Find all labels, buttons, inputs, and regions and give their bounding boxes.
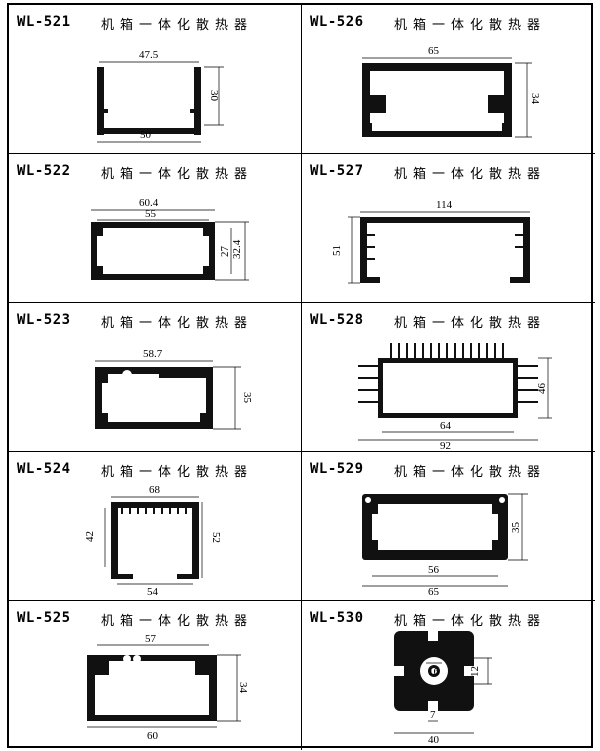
dimension-label: 50 — [140, 129, 152, 141]
product-title: 机箱一体化散热器 — [394, 316, 547, 331]
dimension-label: 54 — [147, 586, 159, 598]
extrusion-profile — [390, 627, 478, 715]
dimension-label: 51 — [331, 245, 343, 256]
profile-drawing-wl-521: 47.5 30 50 — [97, 49, 224, 143]
product-title: 机箱一体化散热器 — [101, 167, 254, 182]
product-cell-wl-524: WL-524 机箱一体化散热器 6 — [9, 452, 302, 601]
extrusion-profile — [360, 217, 530, 283]
product-code: WL-525 — [17, 610, 71, 626]
product-code: WL-527 — [310, 163, 364, 179]
dimension-label: 65 — [428, 586, 440, 598]
dimension-label: 52 — [210, 532, 222, 543]
dimension-label: 64 — [440, 420, 452, 432]
dimension-label: 12 — [469, 666, 481, 677]
extrusion-profile — [95, 367, 213, 429]
product-code: WL-522 — [17, 163, 71, 179]
product-cell-wl-528: WL-528 机箱一体化散热器 — [302, 303, 595, 452]
product-cell-wl-526: WL-526 机箱一体化散热器 65 34 — [302, 5, 595, 154]
profile-drawing-wl-526: 65 34 — [362, 45, 541, 138]
extrusion-profile — [111, 502, 199, 579]
product-code: WL-523 — [17, 312, 71, 328]
dimension-label: 35 — [510, 522, 522, 534]
product-title: 机箱一体化散热器 — [394, 614, 547, 629]
extrusion-profile — [362, 494, 508, 560]
product-title: 机箱一体化散热器 — [101, 614, 254, 629]
dimension-label: 27 — [219, 246, 231, 258]
dimension-label: 34 — [237, 682, 249, 694]
dimension-label: 114 — [436, 199, 453, 211]
dimension-label: 55 — [145, 208, 157, 220]
product-cell-wl-523: WL-523 机箱一体化散热器 58.7 35 — [9, 303, 302, 452]
product-cell-wl-527: WL-527 机箱一体化散热器 114 51 — [302, 154, 595, 303]
product-title: 机箱一体化散热器 — [101, 316, 254, 331]
dimension-label: 60.4 — [139, 197, 159, 209]
dimension-label: 56 — [428, 564, 440, 576]
product-cell-wl-529: WL-529 机箱一体化散热器 35 56 65 — [302, 452, 595, 601]
profile-drawing-wl-522: 60.4 55 27 32.4 — [91, 197, 249, 281]
dimension-label: 47.5 — [139, 49, 159, 61]
product-code: WL-529 — [310, 461, 364, 477]
product-title: 机箱一体化散热器 — [101, 18, 254, 33]
product-code: WL-521 — [17, 14, 71, 30]
extrusion-profile — [362, 63, 512, 137]
dimension-label: 42 — [84, 531, 96, 542]
dimension-label: 40 — [428, 734, 440, 746]
extrusion-profile — [91, 222, 215, 280]
profile-drawing-wl-527: 114 51 — [331, 199, 530, 284]
dimension-label: 92 — [440, 440, 451, 452]
product-cell-wl-521: WL-521 机箱一体化散热器 47.5 30 50 — [9, 5, 302, 154]
dimension-label: 30 — [208, 90, 220, 102]
dimension-label: 65 — [428, 45, 440, 57]
dimension-label: 16 — [428, 666, 440, 678]
product-code: WL-524 — [17, 461, 71, 477]
dimension-label: 60 — [147, 730, 159, 742]
product-title: 机箱一体化散热器 — [394, 18, 547, 33]
dimension-label: 68 — [149, 484, 161, 496]
dimension-label: 46 — [536, 383, 548, 395]
dimension-label: 7 — [430, 709, 436, 721]
profile-drawing-wl-525: 57 34 60 — [87, 633, 249, 742]
dimension-label: 57 — [145, 633, 157, 645]
dimension-label: 58.7 — [143, 348, 163, 360]
product-code: WL-530 — [310, 610, 364, 626]
extrusion-profile — [87, 655, 217, 721]
extrusion-profile — [97, 67, 201, 135]
product-catalog-grid: WL-521 机箱一体化散热器 47.5 30 50 WL-526 机箱一体化散… — [7, 3, 595, 750]
profile-drawing-wl-523: 58.7 35 — [95, 348, 253, 430]
product-title: 机箱一体化散热器 — [394, 465, 547, 480]
product-cell-wl-530: WL-530 机箱一体化散热器 16 12 7 40 — [302, 601, 595, 750]
product-title: 机箱一体化散热器 — [101, 465, 254, 480]
product-title: 机箱一体化散热器 — [394, 167, 547, 182]
heat-sink-fins — [358, 343, 538, 403]
product-cell-wl-525: WL-525 机箱一体化散热器 57 34 60 — [9, 601, 302, 750]
profile-drawing-wl-530: 16 12 7 40 — [390, 627, 492, 746]
product-cell-wl-522: WL-522 机箱一体化散热器 60.4 55 27 32.4 — [9, 154, 302, 303]
profile-drawing-wl-529: 35 56 65 — [362, 493, 528, 598]
product-code: WL-528 — [310, 312, 364, 328]
dimension-label: 34 — [529, 93, 541, 105]
dimension-label: 32.4 — [231, 239, 243, 259]
dimension-label: 35 — [241, 392, 253, 404]
product-code: WL-526 — [310, 14, 364, 30]
extrusion-profile — [358, 343, 538, 418]
profile-drawing-wl-528: 46 64 92 — [358, 343, 552, 452]
profile-drawing-wl-524: 68 42 52 54 — [84, 484, 222, 598]
